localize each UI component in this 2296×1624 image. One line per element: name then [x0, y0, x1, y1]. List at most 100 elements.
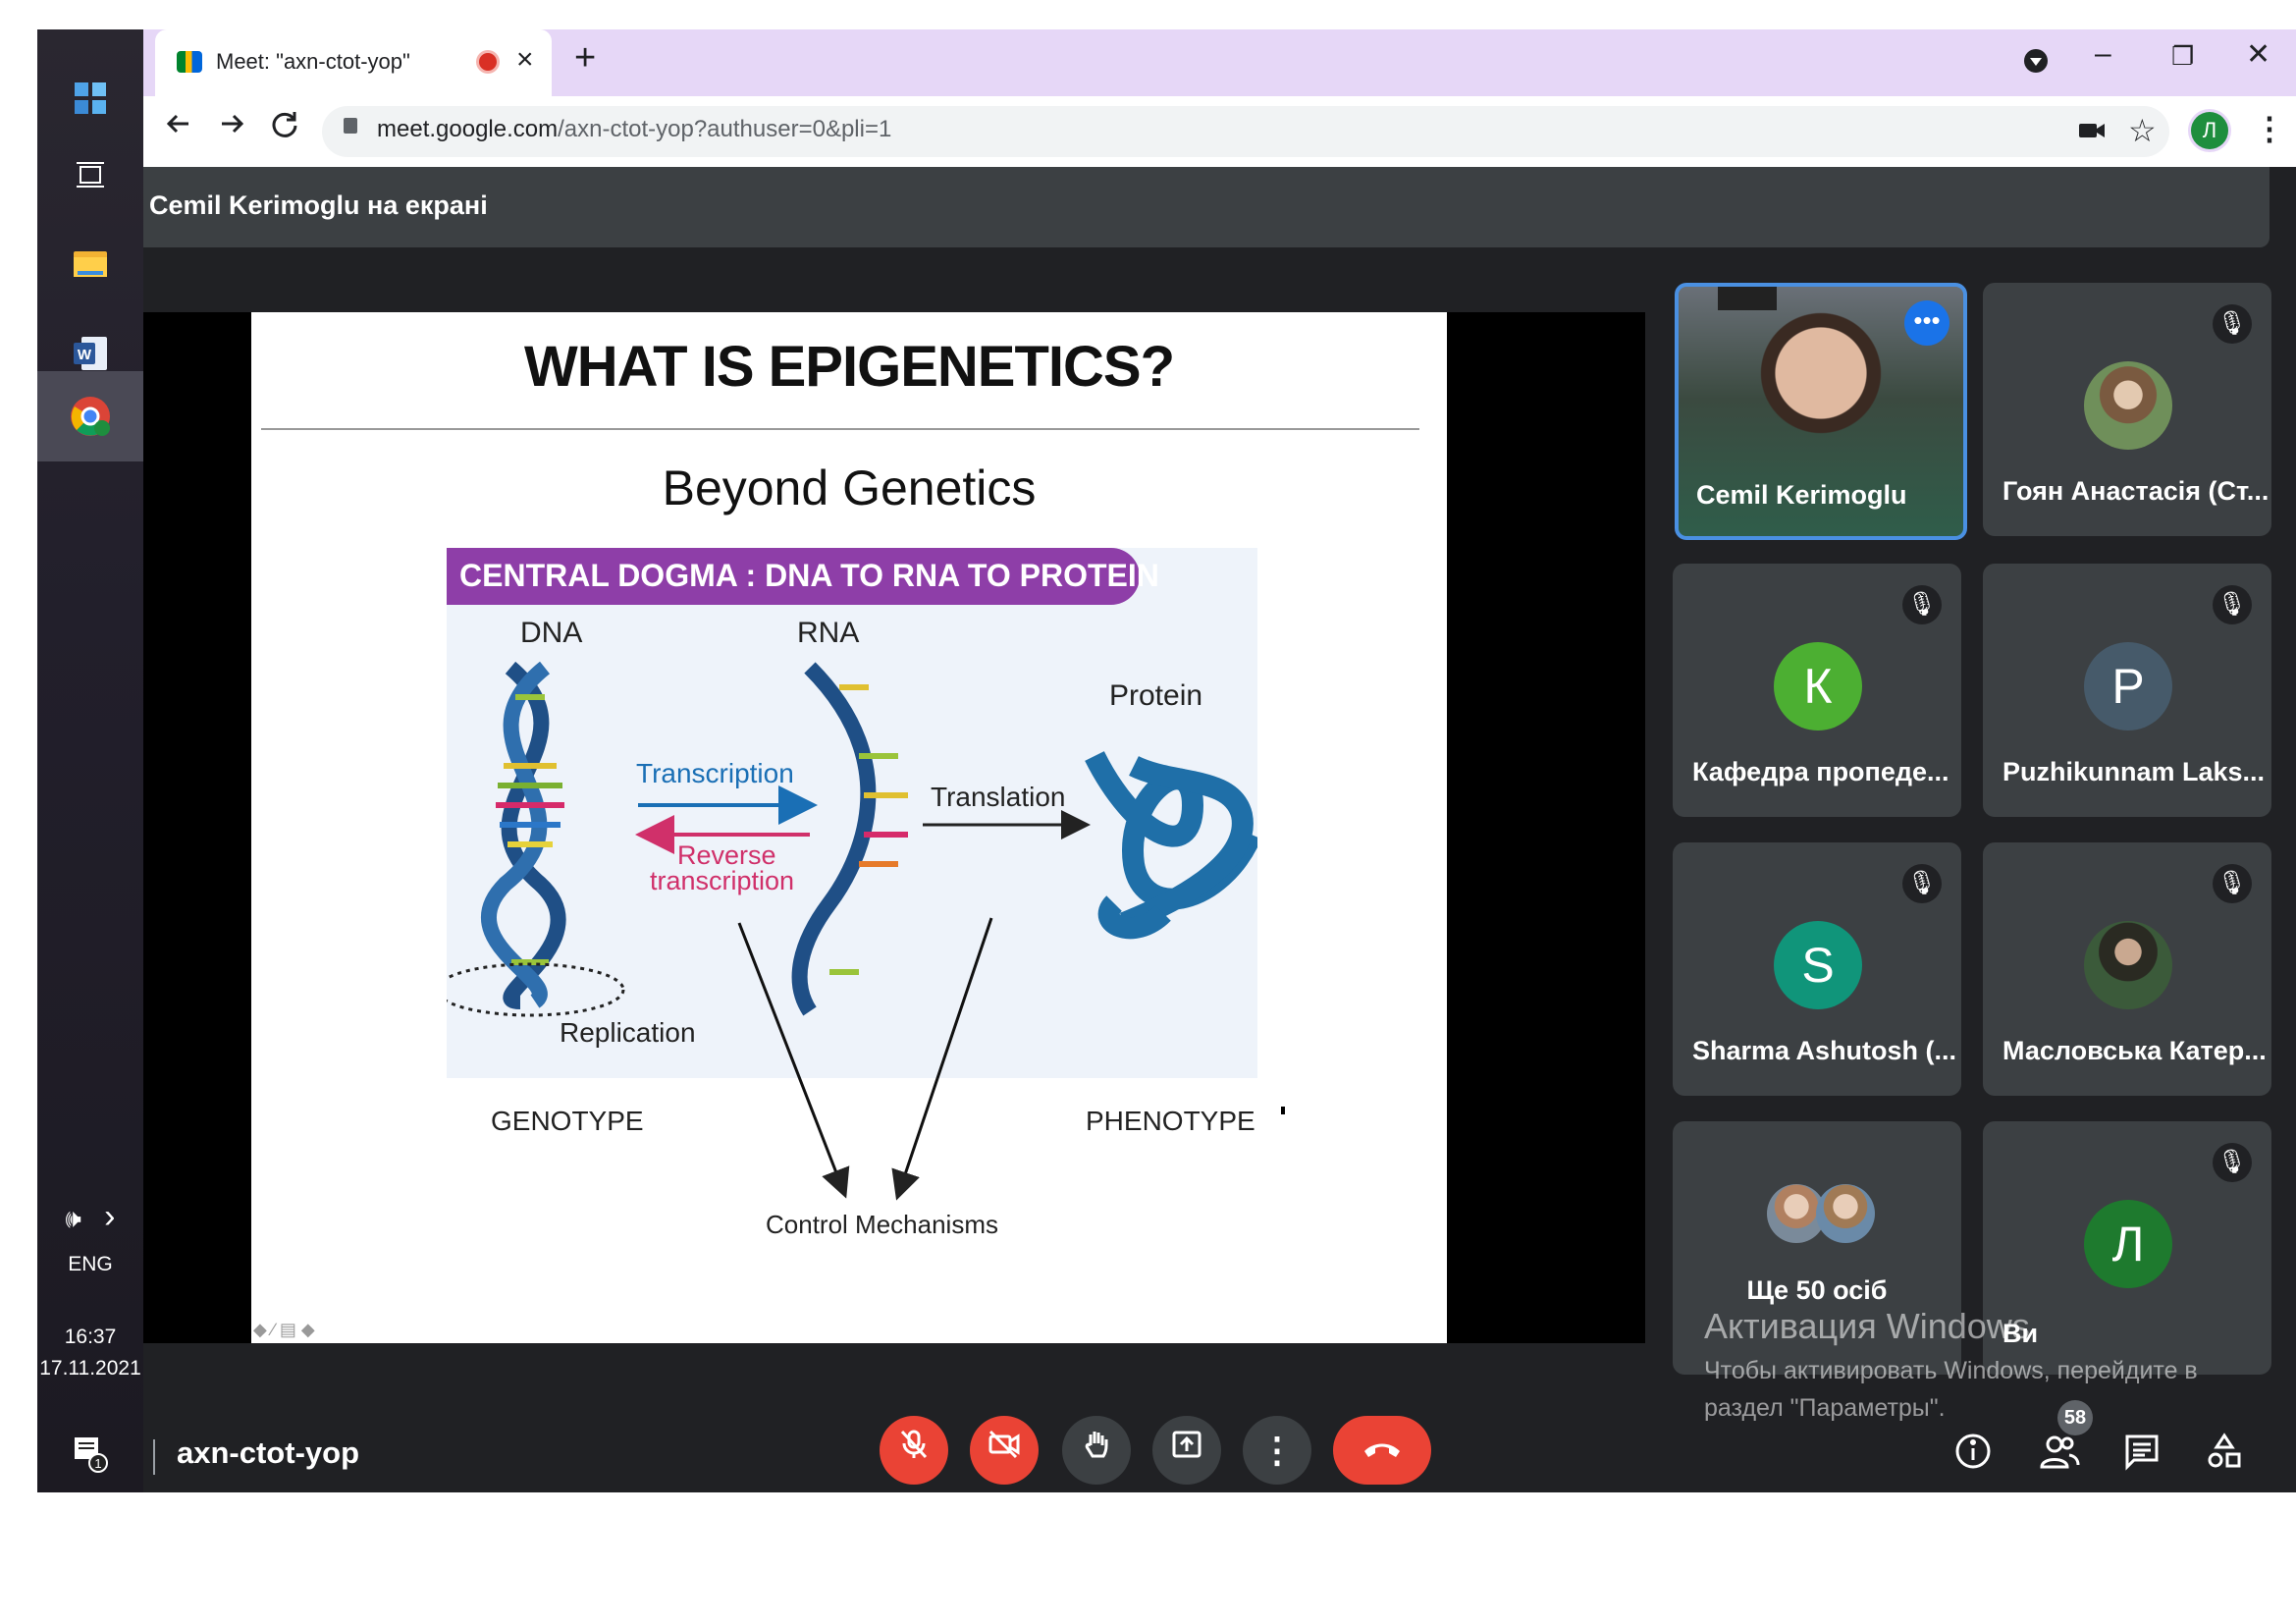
hand-icon [1085, 1432, 1108, 1458]
tab-title: Meet: "axn-ctot-yop" [216, 49, 410, 74]
url-path: /axn-ctot-yop?authuser=0&pli=1 [558, 116, 892, 142]
lock-icon[interactable] [344, 118, 357, 134]
reload-button[interactable] [269, 108, 300, 148]
browser-menu-icon[interactable]: ⋮ [2254, 111, 2285, 146]
tile-participant[interactable]: 🎙 К Кафедра пропеде... [1673, 564, 1961, 817]
phenotype-label: PHENOTYPE [1086, 1106, 1255, 1136]
participants-count-badge: 58 [2057, 1400, 2093, 1435]
url-text[interactable]: meet.google.com/axn-ctot-yop?authuser=0&… [377, 116, 891, 143]
presentation-banner [143, 167, 2269, 247]
profile-avatar[interactable]: Л [2191, 112, 2228, 149]
replication-label: Replication [560, 1017, 696, 1048]
tile-participant[interactable]: 🎙 P Puzhikunnam Laks... [1983, 564, 2271, 817]
camera-in-use-icon[interactable] [2077, 118, 2107, 148]
address-bar[interactable] [322, 106, 2169, 157]
window-restore-button[interactable]: ❐ [2171, 41, 2195, 71]
tile-more-participants[interactable]: Ще 50 осіб [1673, 1121, 1961, 1375]
more-options-icon[interactable]: ••• [1904, 300, 1949, 346]
url-host: meet.google.com [377, 116, 559, 142]
windows-taskbar: W 🕪 › ENG 16:37 17.11.2021 1 [37, 29, 143, 1492]
chrome-icon[interactable] [37, 371, 143, 461]
people-icon [2040, 1435, 2080, 1469]
muted-mic-icon: 🎙 [2213, 304, 2252, 344]
meeting-code: axn-ctot-yop [177, 1435, 359, 1470]
language-indicator[interactable]: ENG [68, 1253, 113, 1275]
control-arrow-left [737, 922, 850, 1199]
present-now-button[interactable] [1152, 1416, 1221, 1485]
raise-hand-button[interactable] [1062, 1416, 1131, 1485]
participant-avatar [1816, 1184, 1875, 1243]
file-explorer-icon[interactable] [37, 224, 143, 302]
tile-participant[interactable]: 🎙 Гоян Анастасія (Ст... [1983, 283, 2271, 536]
chat-icon [2125, 1435, 2159, 1471]
tile-name: Sharma Ashutosh (... [1692, 1036, 1957, 1065]
participant-avatar: P [2084, 642, 2172, 731]
participant-avatar [2084, 921, 2172, 1009]
slide-subtitle: Beyond Genetics [662, 460, 1037, 515]
muted-mic-icon: 🎙 [2213, 864, 2252, 903]
dna-label: DNA [520, 617, 583, 649]
tray-chevron-icon[interactable]: › [104, 1198, 116, 1235]
present-screen-icon [1172, 1431, 1201, 1458]
tile-participant[interactable]: 🎙 Масловська Катер... [1983, 842, 2271, 1096]
slide-navigation-icons[interactable]: ◆ ∕ ▤ ◆ [253, 1320, 315, 1339]
tile-name: Cemil Kerimoglu [1696, 480, 1907, 510]
volume-icon[interactable]: 🕪 [65, 1204, 81, 1233]
tile-presenter[interactable]: ••• Cemil Kerimoglu [1675, 283, 1967, 540]
volume-tray[interactable]: 🕪 › [37, 1198, 143, 1236]
muted-mic-icon: 🎙 [2213, 585, 2252, 624]
media-control-icon[interactable] [2022, 47, 2050, 81]
task-view-icon[interactable] [37, 135, 143, 214]
translation-label: Translation [931, 782, 1066, 812]
reverse-label-line1: Reverse [677, 840, 776, 870]
windows-start-icon[interactable] [37, 59, 143, 137]
activation-watermark-line: раздел "Параметры". [1704, 1394, 1946, 1422]
clock-time[interactable]: 16:37 [64, 1326, 117, 1348]
tab-meet[interactable]: Meet: "axn-ctot-yop" × [155, 29, 552, 96]
diagram-banner [447, 548, 1140, 605]
tile-name: Масловська Катер... [2002, 1036, 2267, 1065]
new-tab-button[interactable]: + [574, 37, 597, 79]
bookmark-star-icon[interactable]: ☆ [2128, 113, 2157, 148]
window-minimize-button[interactable]: – [2095, 37, 2111, 70]
activation-watermark-title: Активация Windows [1704, 1306, 2030, 1346]
meeting-details-button[interactable] [1953, 1432, 1993, 1481]
window-close-button[interactable]: ✕ [2246, 38, 2271, 71]
back-button[interactable] [163, 108, 194, 148]
mic-toggle-button[interactable] [880, 1416, 948, 1485]
rna-strand-icon [791, 662, 908, 1016]
genotype-label: GENOTYPE [491, 1106, 644, 1136]
notification-center-icon[interactable]: 1 [37, 1414, 143, 1492]
leave-call-button[interactable] [1333, 1416, 1431, 1485]
participants-button[interactable] [2038, 1432, 2081, 1481]
participant-avatar: Л [2084, 1200, 2172, 1288]
camera-off-icon [988, 1430, 1020, 1459]
more-options-button[interactable]: ⋮ [1243, 1416, 1311, 1485]
mouse-pointer-icon [1281, 1107, 1285, 1114]
tab-close-button[interactable]: × [516, 43, 534, 76]
tile-self-view[interactable]: 🎙 Л Ви [1983, 1121, 2271, 1375]
clock-date[interactable]: 17.11.2021 [39, 1357, 141, 1380]
hang-up-icon [1364, 1443, 1400, 1457]
diagram-banner-text: CENTRAL DOGMA : DNA TO RNA TO PROTEIN [459, 558, 1159, 593]
tile-name: Ви [2002, 1319, 2039, 1348]
reverse-label-line2: transcription [650, 866, 795, 895]
activities-button[interactable] [2205, 1432, 2244, 1481]
participant-avatar [2084, 361, 2172, 450]
meet-favicon-icon [177, 51, 202, 73]
camera-toggle-button[interactable] [970, 1416, 1039, 1485]
tile-name: Puzhikunnam Laks... [2002, 757, 2266, 786]
svg-text:W: W [78, 347, 92, 363]
protein-icon [1085, 751, 1257, 940]
forward-button[interactable] [216, 108, 247, 148]
word-icon[interactable]: W [37, 314, 143, 393]
muted-mic-icon: 🎙 [1902, 585, 1942, 624]
tile-participant[interactable]: 🎙 S Sharma Ashutosh (... [1673, 842, 1961, 1096]
participant-avatar: К [1774, 642, 1862, 731]
presenting-text: Cemil Kerimoglu на екрані [149, 190, 488, 220]
dna-helix-icon [447, 661, 625, 1017]
central-dogma-diagram [447, 661, 1257, 1201]
chat-button[interactable] [2122, 1432, 2162, 1481]
muted-mic-icon: 🎙 [1902, 864, 1942, 903]
mic-off-icon [900, 1430, 928, 1459]
